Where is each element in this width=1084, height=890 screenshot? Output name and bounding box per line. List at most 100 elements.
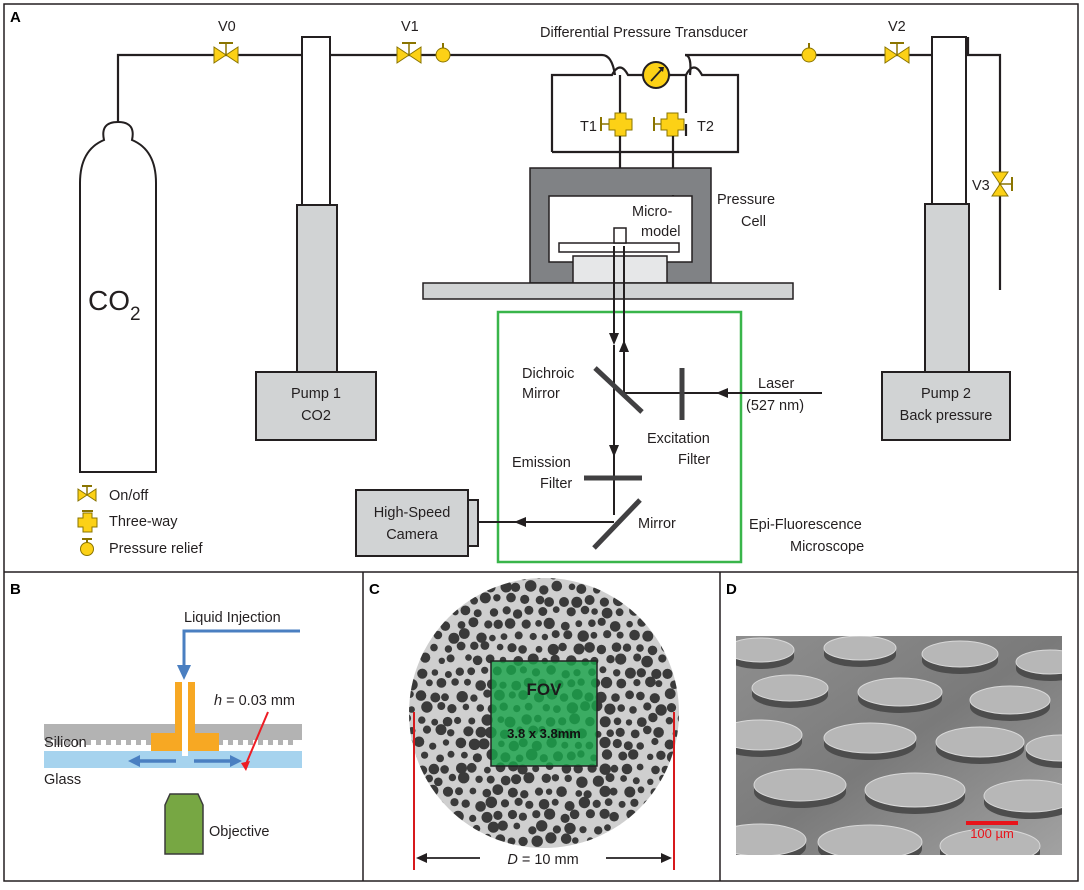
grain: [472, 824, 481, 833]
grain: [604, 824, 611, 831]
grain: [440, 621, 451, 631]
grain: [440, 765, 449, 774]
grain: [409, 790, 410, 798]
grain: [607, 583, 614, 590]
grain: [427, 578, 437, 583]
grain: [436, 754, 444, 763]
microscope-stage: [422, 282, 794, 300]
grain: [575, 620, 583, 628]
grain: [442, 786, 454, 797]
grain: [658, 654, 667, 663]
grain: [599, 785, 611, 798]
grain: [453, 833, 464, 844]
grain: [420, 652, 431, 663]
grain: [486, 775, 495, 784]
grain: [677, 812, 679, 819]
grain: [609, 811, 619, 822]
grain: [500, 775, 511, 786]
grain: [421, 701, 433, 713]
grain: [678, 764, 679, 773]
grain: [525, 800, 534, 809]
grain: [444, 645, 453, 653]
grain: [461, 751, 468, 759]
grain: [625, 835, 637, 847]
grain: [434, 777, 443, 787]
grain: [455, 667, 464, 676]
grain: [415, 690, 427, 701]
grain: [409, 595, 410, 602]
grain: [626, 809, 636, 820]
grain: [427, 595, 437, 605]
pillar-top: [969, 685, 1051, 715]
excitation-label-2: Filter: [678, 452, 710, 468]
valve-v1-icon: [396, 42, 422, 64]
grain: [524, 605, 534, 615]
grain: [470, 596, 478, 605]
grain: [677, 713, 679, 725]
panel-b: Liquid Injection h = 0.03 mm Silicon Gla: [44, 610, 302, 855]
grain: [422, 585, 430, 593]
micromodel-port: [613, 227, 627, 244]
grain: [615, 581, 625, 591]
grain: [447, 750, 455, 758]
grain: [648, 712, 658, 723]
grain: [409, 836, 414, 847]
microscope-box: [496, 310, 743, 564]
grain: [651, 765, 660, 775]
grain: [409, 737, 413, 748]
pillar-top: [823, 722, 917, 754]
grain: [659, 774, 667, 783]
grain: [433, 583, 445, 595]
grain: [538, 607, 548, 616]
grain: [428, 837, 437, 847]
grain: [506, 592, 516, 603]
camera-lens: [467, 499, 479, 547]
grain: [606, 729, 614, 737]
grain: [535, 620, 542, 627]
mirror: [592, 498, 642, 550]
grain: [659, 801, 668, 811]
grain: [569, 809, 580, 820]
valve-v2-icon: [884, 42, 910, 64]
grain: [601, 607, 613, 619]
valve-v2-label: V2: [888, 19, 906, 35]
grain: [458, 628, 470, 639]
grain: [476, 704, 485, 712]
grain: [651, 813, 661, 823]
grain: [457, 621, 466, 629]
grain: [468, 578, 476, 581]
grain: [559, 597, 569, 607]
grain: [442, 836, 453, 847]
grain: [636, 644, 644, 652]
legend-onoff-icon: [77, 485, 97, 502]
optical-paths: [478, 246, 822, 527]
grain: [605, 773, 615, 783]
grain: [475, 680, 487, 691]
pump1-cylinder: [301, 36, 331, 206]
pump1-body: [255, 371, 377, 441]
grain: [635, 835, 644, 843]
grain: [479, 592, 491, 604]
grain: [472, 655, 483, 666]
grain: [409, 578, 412, 580]
grain: [409, 665, 414, 677]
microscope-label-2: Microscope: [790, 539, 864, 555]
panel-frames: [3, 3, 1079, 882]
grain: [410, 658, 417, 666]
grain: [510, 774, 522, 785]
grain: [558, 642, 567, 652]
fov-box: [490, 660, 598, 767]
grain: [647, 753, 654, 760]
pressure-cell-label-1: Pressure: [717, 192, 775, 208]
grain: [518, 812, 528, 821]
grain: [462, 584, 472, 594]
grain: [541, 633, 549, 641]
grain: [661, 765, 670, 774]
grain: [615, 653, 627, 665]
grain: [448, 632, 460, 644]
dichroic-label-2: Mirror: [522, 386, 560, 402]
grain: [409, 776, 417, 785]
grain: [625, 690, 634, 700]
legend-onoff-label: On/off: [109, 488, 149, 504]
grain: [452, 608, 459, 616]
